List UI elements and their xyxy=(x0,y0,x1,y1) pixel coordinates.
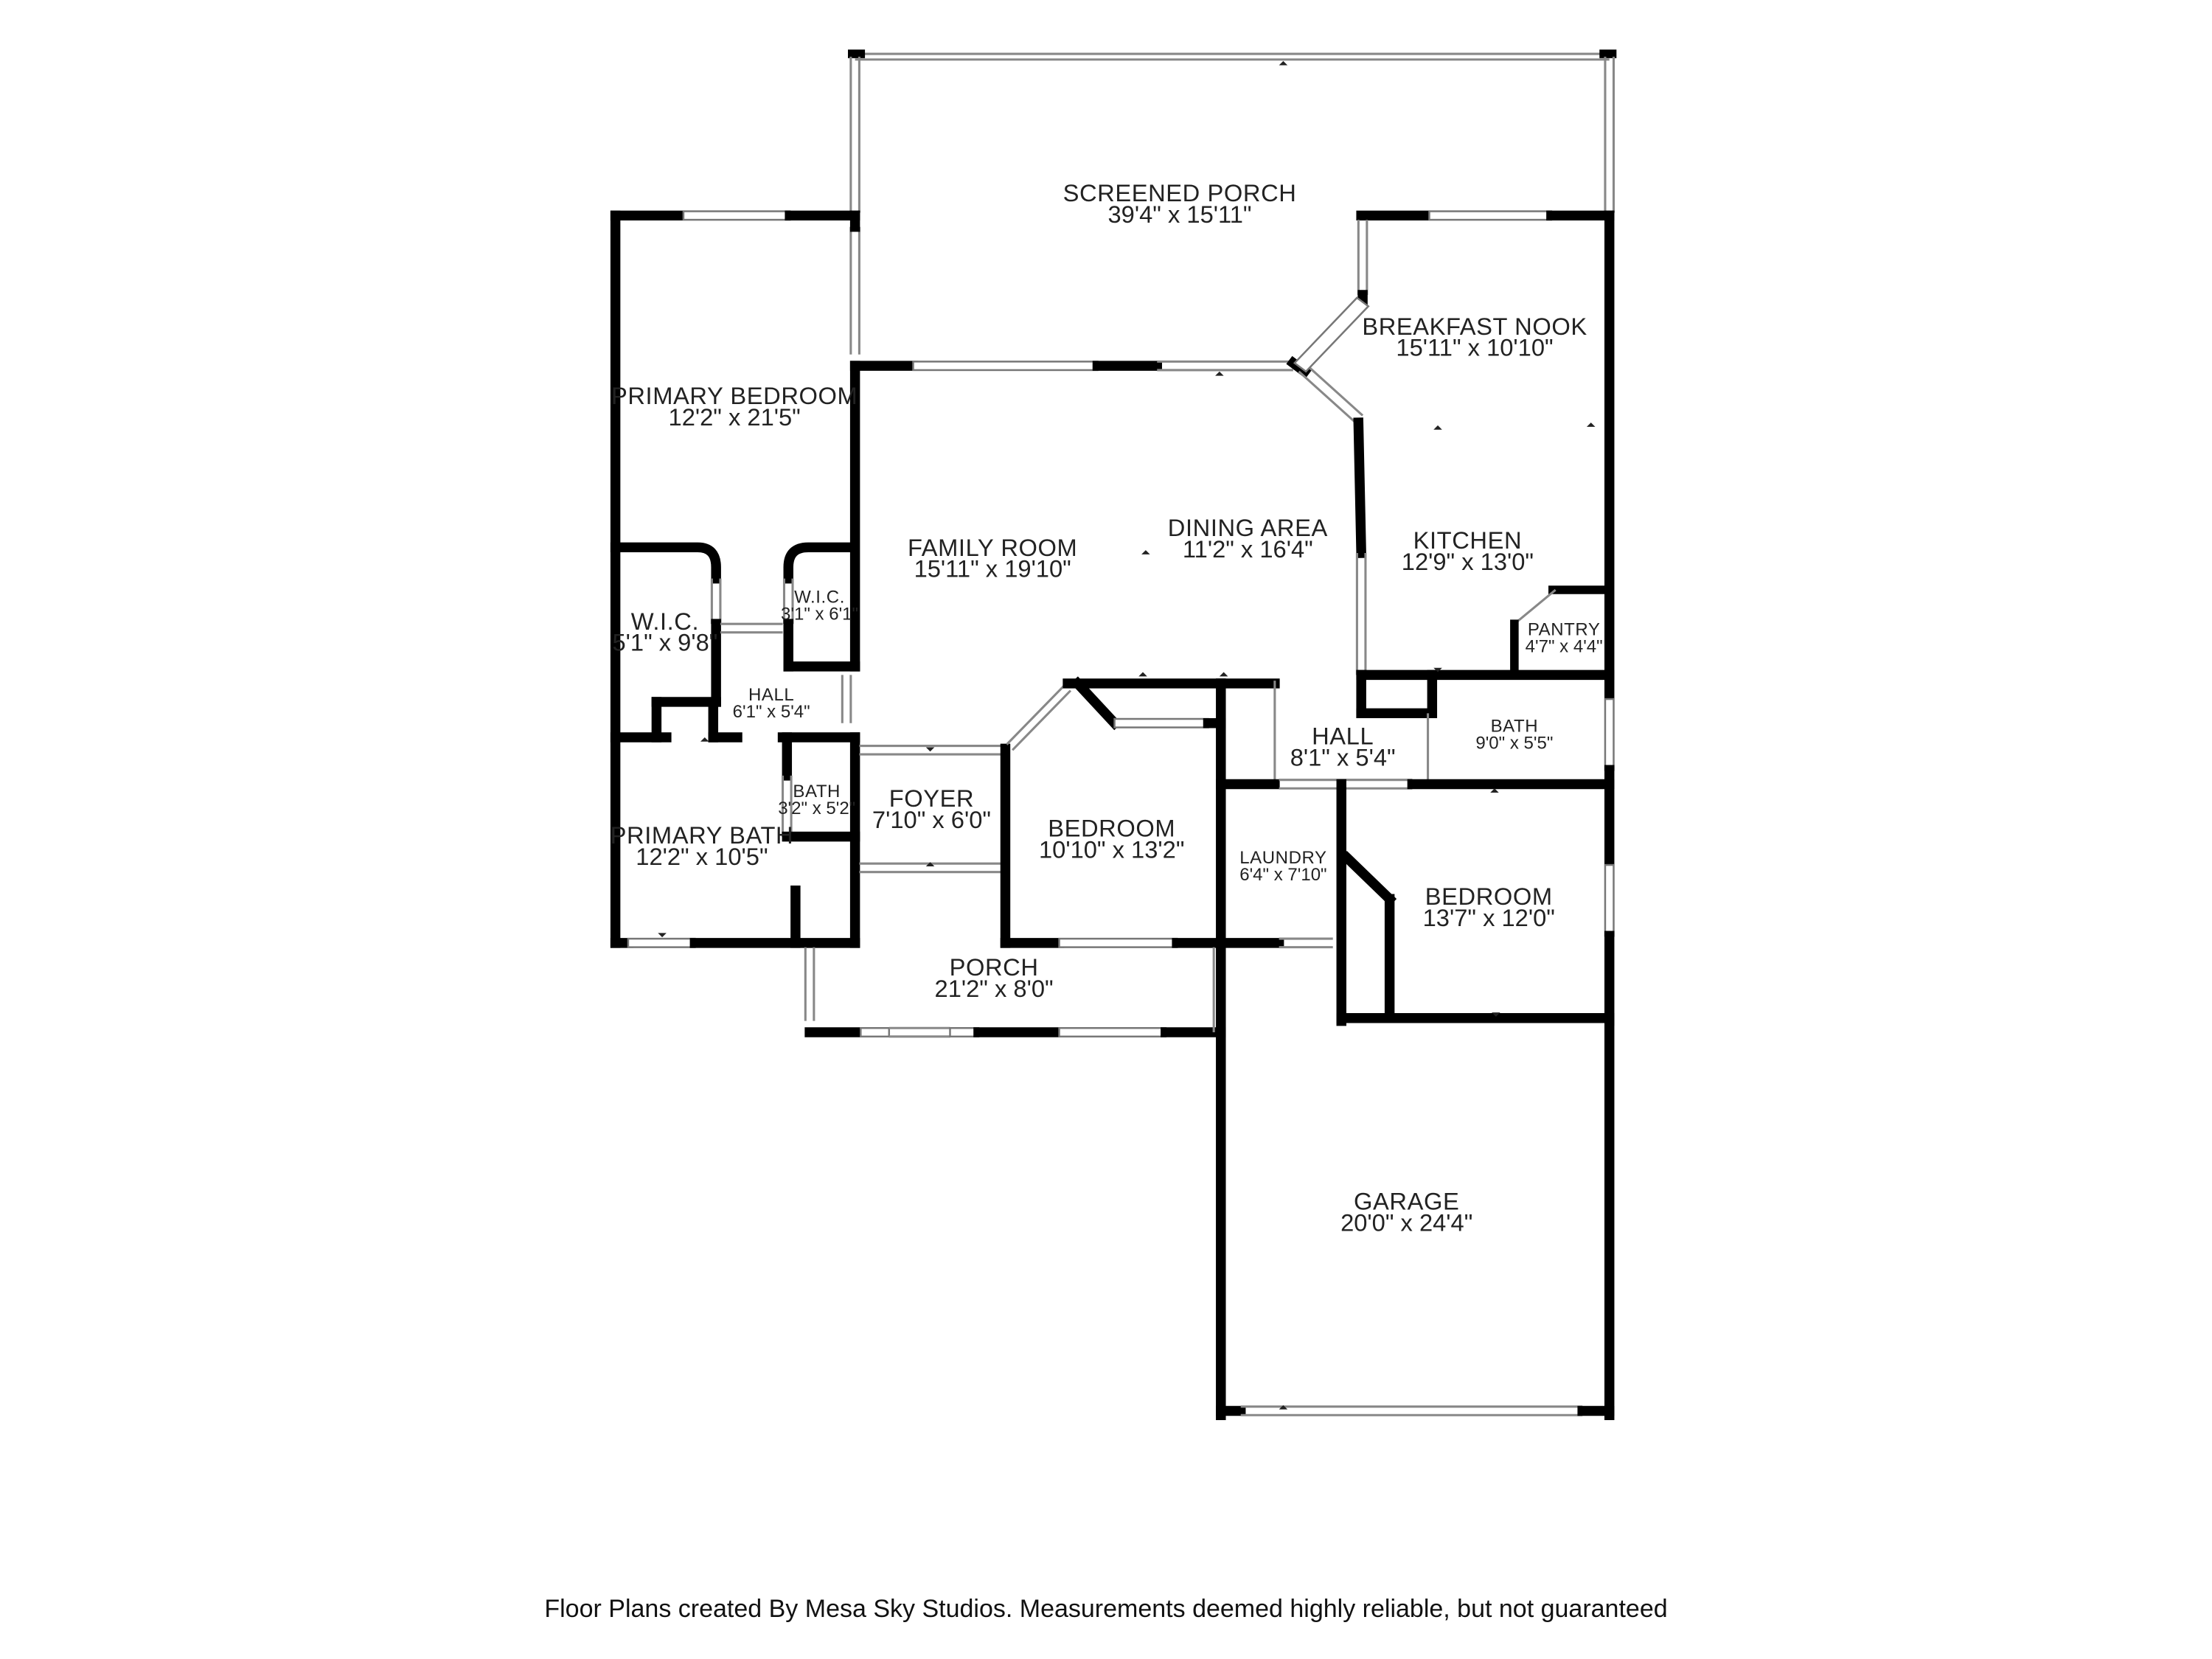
bath-2-walls xyxy=(1356,669,1615,870)
dim-bath-1: 3'2" x 5'2" xyxy=(778,799,855,818)
bedroom-2-walls xyxy=(1336,850,1615,1026)
dim-wic-1: 5'1" x 9'8" xyxy=(612,629,717,656)
label-bath-2: BATH xyxy=(1491,716,1539,736)
dim-bedroom-1: 10'10" x 13'2" xyxy=(1039,835,1184,863)
label-primary-bath: PRIMARY BATH xyxy=(611,821,794,849)
label-bedroom-2: BEDROOM xyxy=(1425,883,1553,910)
label-hall-1: HALL xyxy=(748,685,794,705)
screened-porch-walls xyxy=(848,49,1617,355)
dim-primary-bedroom: 12'2" x 21'5" xyxy=(669,403,801,431)
dim-dining-area: 11'2" x 16'4" xyxy=(1183,535,1313,563)
dim-screened-porch: 39'4" x 15'11" xyxy=(1108,201,1252,228)
label-porch: PORCH xyxy=(950,953,1039,981)
bedroom-1-walls xyxy=(1000,676,1226,948)
dim-porch: 21'2" x 8'0" xyxy=(935,975,1054,1002)
foyer-walls xyxy=(859,743,1011,948)
dim-bedroom-2: 13'7" x 12'0" xyxy=(1423,904,1555,931)
label-bedroom-1: BEDROOM xyxy=(1048,815,1175,842)
label-family-room: FAMILY ROOM xyxy=(908,534,1077,561)
dim-family-room: 15'11" x 19'10" xyxy=(914,555,1071,582)
label-dining-area: DINING AREA xyxy=(1168,514,1328,541)
label-screened-porch: SCREENED PORCH xyxy=(1063,179,1297,206)
dim-pantry: 4'7" x 4'4" xyxy=(1526,637,1603,657)
kitchen-walls xyxy=(1293,210,1615,704)
label-hall-2: HALL xyxy=(1312,723,1374,750)
label-pantry: PANTRY xyxy=(1528,620,1601,640)
dim-primary-bath: 12'2" x 10'5" xyxy=(636,843,768,870)
wic-2-walls xyxy=(782,542,860,672)
label-bath-1: BATH xyxy=(793,782,841,801)
dim-hall-1: 6'1" x 5'4" xyxy=(733,702,810,722)
dim-garage: 20'0" x 24'4" xyxy=(1340,1208,1472,1236)
dim-laundry: 6'4" x 7'10" xyxy=(1239,865,1326,885)
dim-kitchen: 12'9" x 13'0" xyxy=(1402,548,1534,575)
dim-hall-2: 8'1" x 5'4" xyxy=(1290,743,1396,771)
footer-disclaimer: Floor Plans created By Mesa Sky Studios.… xyxy=(544,1595,1668,1623)
dim-breakfast-nook: 15'11" x 10'10" xyxy=(1396,334,1553,361)
room-labels: SCREENED PORCH 39'4" x 15'11" BREAKFAST … xyxy=(611,179,1603,1236)
label-wic-2: W.I.C. xyxy=(794,587,845,607)
hall-2-walls xyxy=(1216,678,1413,1026)
dim-bath-2: 9'0" x 5'5" xyxy=(1475,733,1553,753)
label-garage: GARAGE xyxy=(1354,1187,1459,1214)
label-laundry: LAUNDRY xyxy=(1239,848,1326,868)
primary-bath-walls xyxy=(610,675,860,948)
label-primary-bedroom: PRIMARY BEDROOM xyxy=(611,382,858,409)
primary-bedroom-walls xyxy=(610,210,860,948)
dim-foyer: 7'10" x 6'0" xyxy=(872,806,991,833)
wic-1-walls xyxy=(610,542,783,742)
label-breakfast-nook: BREAKFAST NOOK xyxy=(1362,313,1587,340)
wall-markers xyxy=(658,60,1596,1410)
label-wic-1: W.I.C. xyxy=(631,608,699,635)
label-foyer: FOYER xyxy=(889,785,974,812)
garage-walls xyxy=(1216,938,1615,1420)
dim-wic-2: 3'1" x 6'1" xyxy=(781,604,858,624)
porch-walls xyxy=(804,947,1226,1038)
label-kitchen: KITCHEN xyxy=(1413,526,1523,554)
